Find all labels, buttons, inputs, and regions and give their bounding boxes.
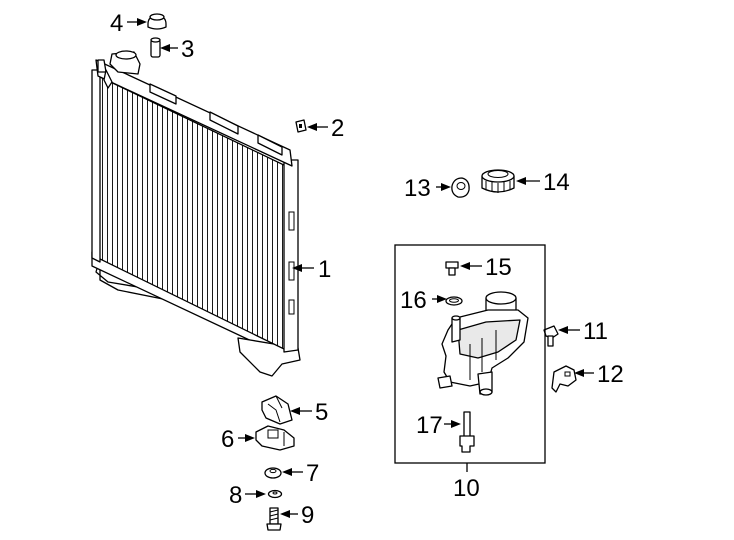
radiator-right-tank xyxy=(283,159,299,353)
cap-part-4 xyxy=(147,13,167,30)
callout-12: 12 xyxy=(597,361,624,388)
coolant-reservoir xyxy=(437,291,529,396)
callout-4: 4 xyxy=(110,10,123,37)
callout-17: 17 xyxy=(416,412,443,439)
radiator-left-tank xyxy=(91,69,101,263)
nut-part-13 xyxy=(451,177,470,198)
level-sensor-part-17 xyxy=(459,411,475,453)
callout-10: 10 xyxy=(453,475,480,502)
callout-1: 1 xyxy=(318,256,331,283)
mount-insulator-part-5 xyxy=(261,395,293,425)
pin-part-3 xyxy=(150,37,161,58)
callout-9: 9 xyxy=(301,502,314,529)
callout-6: 6 xyxy=(221,426,234,453)
leader-arrows xyxy=(127,18,594,518)
washer-part-8 xyxy=(267,489,283,499)
callout-5: 5 xyxy=(315,399,328,426)
callout-labels: 1 2 3 4 5 6 7 8 9 10 11 12 13 14 15 16 1… xyxy=(110,10,624,529)
bolt-part-11 xyxy=(543,325,559,347)
callout-15: 15 xyxy=(485,254,512,281)
callout-7: 7 xyxy=(306,460,319,487)
screw-part-15 xyxy=(445,261,459,276)
reservoir-kit-box xyxy=(394,244,546,464)
callout-13: 13 xyxy=(404,175,431,202)
callout-16: 16 xyxy=(400,287,427,314)
reservoir-cap-part-14 xyxy=(481,169,515,193)
callout-2: 2 xyxy=(331,115,344,142)
mount-bracket-part-6 xyxy=(255,425,295,451)
clip-part-2 xyxy=(295,119,307,133)
o-ring-part-16 xyxy=(445,296,463,306)
sensor-part-12 xyxy=(551,365,577,393)
bushing-part-7 xyxy=(264,467,282,479)
callout-8: 8 xyxy=(229,482,242,509)
callout-3: 3 xyxy=(181,36,194,63)
bolt-part-9 xyxy=(266,507,282,531)
callout-14: 14 xyxy=(543,169,570,196)
radiator-assembly xyxy=(91,50,301,377)
callout-11: 11 xyxy=(583,318,608,345)
